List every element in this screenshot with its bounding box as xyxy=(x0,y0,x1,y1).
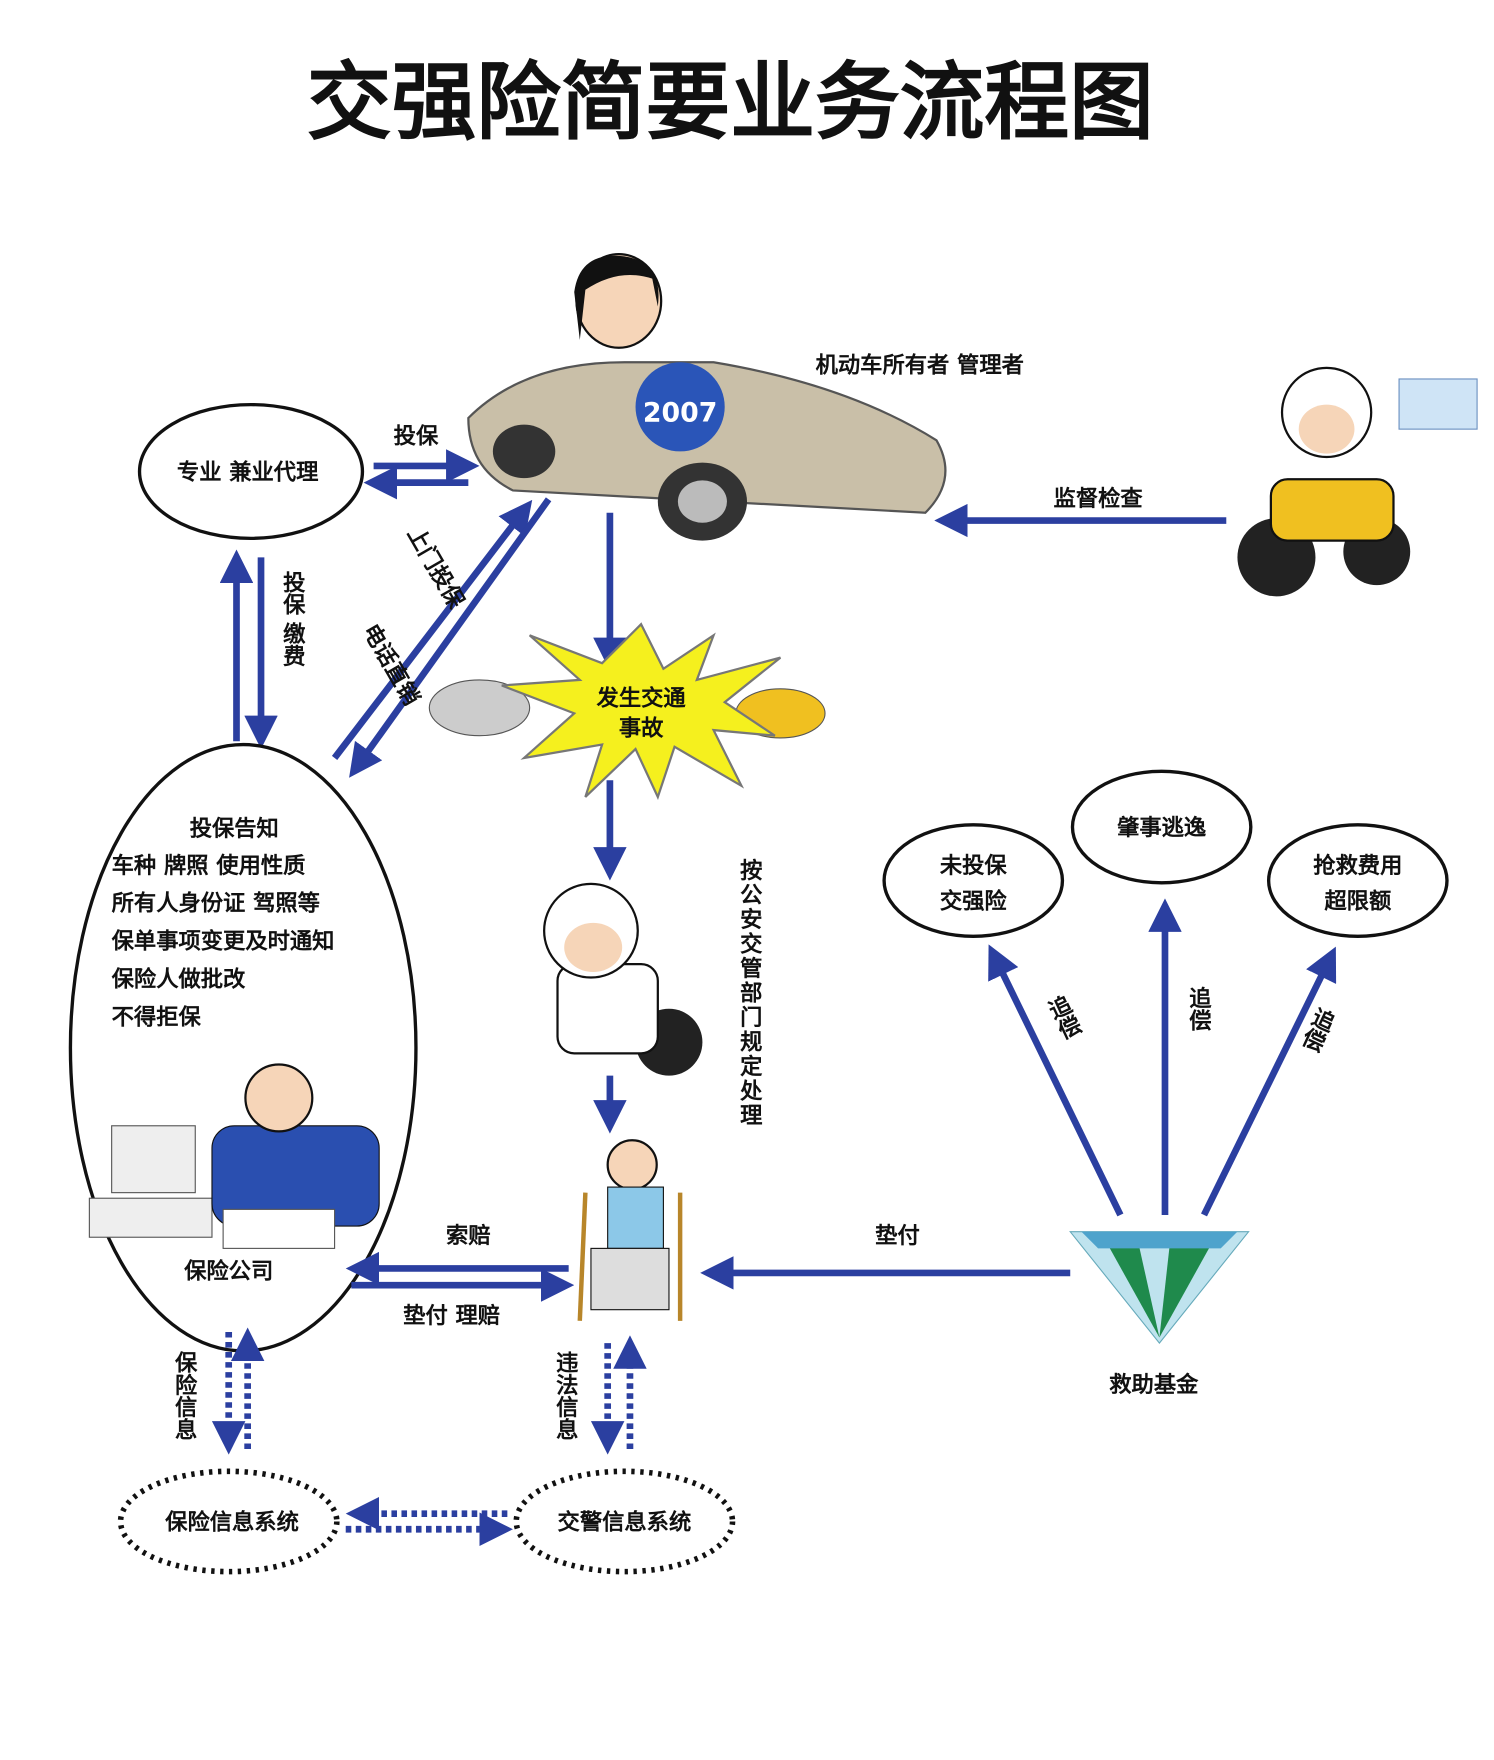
page-title: 交强险简要业务流程图 xyxy=(307,53,1154,152)
agent-node xyxy=(137,402,365,541)
insurer-label: 保险公司 xyxy=(183,1257,273,1284)
insurance-system-label: 保险信息系统 xyxy=(164,1508,299,1535)
police-officer-illustration xyxy=(543,882,703,1076)
svg-text:事故: 事故 xyxy=(619,716,664,742)
insurance-system-node xyxy=(117,1468,340,1575)
recovery-target-hit-and-run: 肇事逃逸 xyxy=(1070,769,1253,885)
fund-pay-label: 垫付 xyxy=(875,1223,920,1249)
claim-label: 索赔 xyxy=(446,1223,491,1249)
sticker-year: 2007 xyxy=(643,397,717,428)
svg-text:缴费: 缴费 xyxy=(279,621,305,668)
svg-text:所有人身份证 驾照等: 所有人身份证 驾照等 xyxy=(112,890,320,917)
svg-text:抢救费用: 抢救费用 xyxy=(1313,852,1402,879)
svg-text:发生交通: 发生交通 xyxy=(596,685,687,712)
agent-arrow-label: 投保 xyxy=(394,423,439,450)
recovery-target-uninsured: 未投保 交强险 xyxy=(882,823,1065,938)
insurance-info-label: 保险信息 xyxy=(171,1350,198,1441)
recovery-label-1: 追偿 xyxy=(1041,991,1084,1044)
insurance-sticker-icon xyxy=(635,362,725,452)
svg-text:投保: 投保 xyxy=(279,570,306,615)
police-system-node xyxy=(513,1468,736,1575)
direct-label-phone: 电话直销 xyxy=(357,619,425,710)
direct-label-visit: 上门投保 xyxy=(402,522,470,613)
svg-text:车种 牌照 使用性质: 车种 牌照 使用性质 xyxy=(112,852,306,879)
violation-info-label: 违法信息 xyxy=(552,1351,578,1441)
insurance-agent-at-computer-illustration xyxy=(88,1063,380,1249)
svg-text:肇事逃逸: 肇事逃逸 xyxy=(1117,814,1207,841)
svg-text:未投保: 未投保 xyxy=(940,852,1008,879)
accident-starburst: 发生交通 事故 xyxy=(428,622,826,800)
police-system-label: 交警信息系统 xyxy=(558,1508,692,1535)
recovery-label-2: 追偿 xyxy=(1185,985,1211,1031)
svg-text:超限额: 超限额 xyxy=(1324,888,1392,914)
svg-text:投保告知: 投保告知 xyxy=(190,815,279,842)
agent-label: 专业 兼业代理 xyxy=(177,458,318,485)
svg-text:不得拒保: 不得拒保 xyxy=(112,1003,202,1030)
supervision-label: 监督检查 xyxy=(1054,485,1144,512)
police-rule-label: 按公安交管部门规定处理 xyxy=(736,857,763,1128)
insurer-notes: 投保告知 车种 牌照 使用性质 所有人身份证 驾照等 保单事项变更及时通知 保险… xyxy=(111,815,335,1030)
owner-label: 机动车所有者 管理者 xyxy=(816,351,1024,378)
fund-label: 救助基金 xyxy=(1109,1371,1199,1398)
svg-text:交强险: 交强险 xyxy=(940,887,1008,914)
diamond-icon xyxy=(1069,1231,1250,1345)
car-owner-illustration: 2007 xyxy=(467,253,947,541)
recovery-target-excess-cost: 抢救费用 超限额 xyxy=(1266,823,1449,938)
svg-text:保单事项变更及时通知: 保单事项变更及时通知 xyxy=(111,928,335,955)
traffic-police-motorcycle-illustration xyxy=(1237,366,1478,597)
injured-person-illustration xyxy=(577,1139,683,1321)
pay-label: 垫付 理赔 xyxy=(403,1303,500,1329)
svg-text:保险人做批改: 保险人做批改 xyxy=(111,965,246,992)
agent-insurer-labels: 投保 缴费 xyxy=(279,570,306,668)
